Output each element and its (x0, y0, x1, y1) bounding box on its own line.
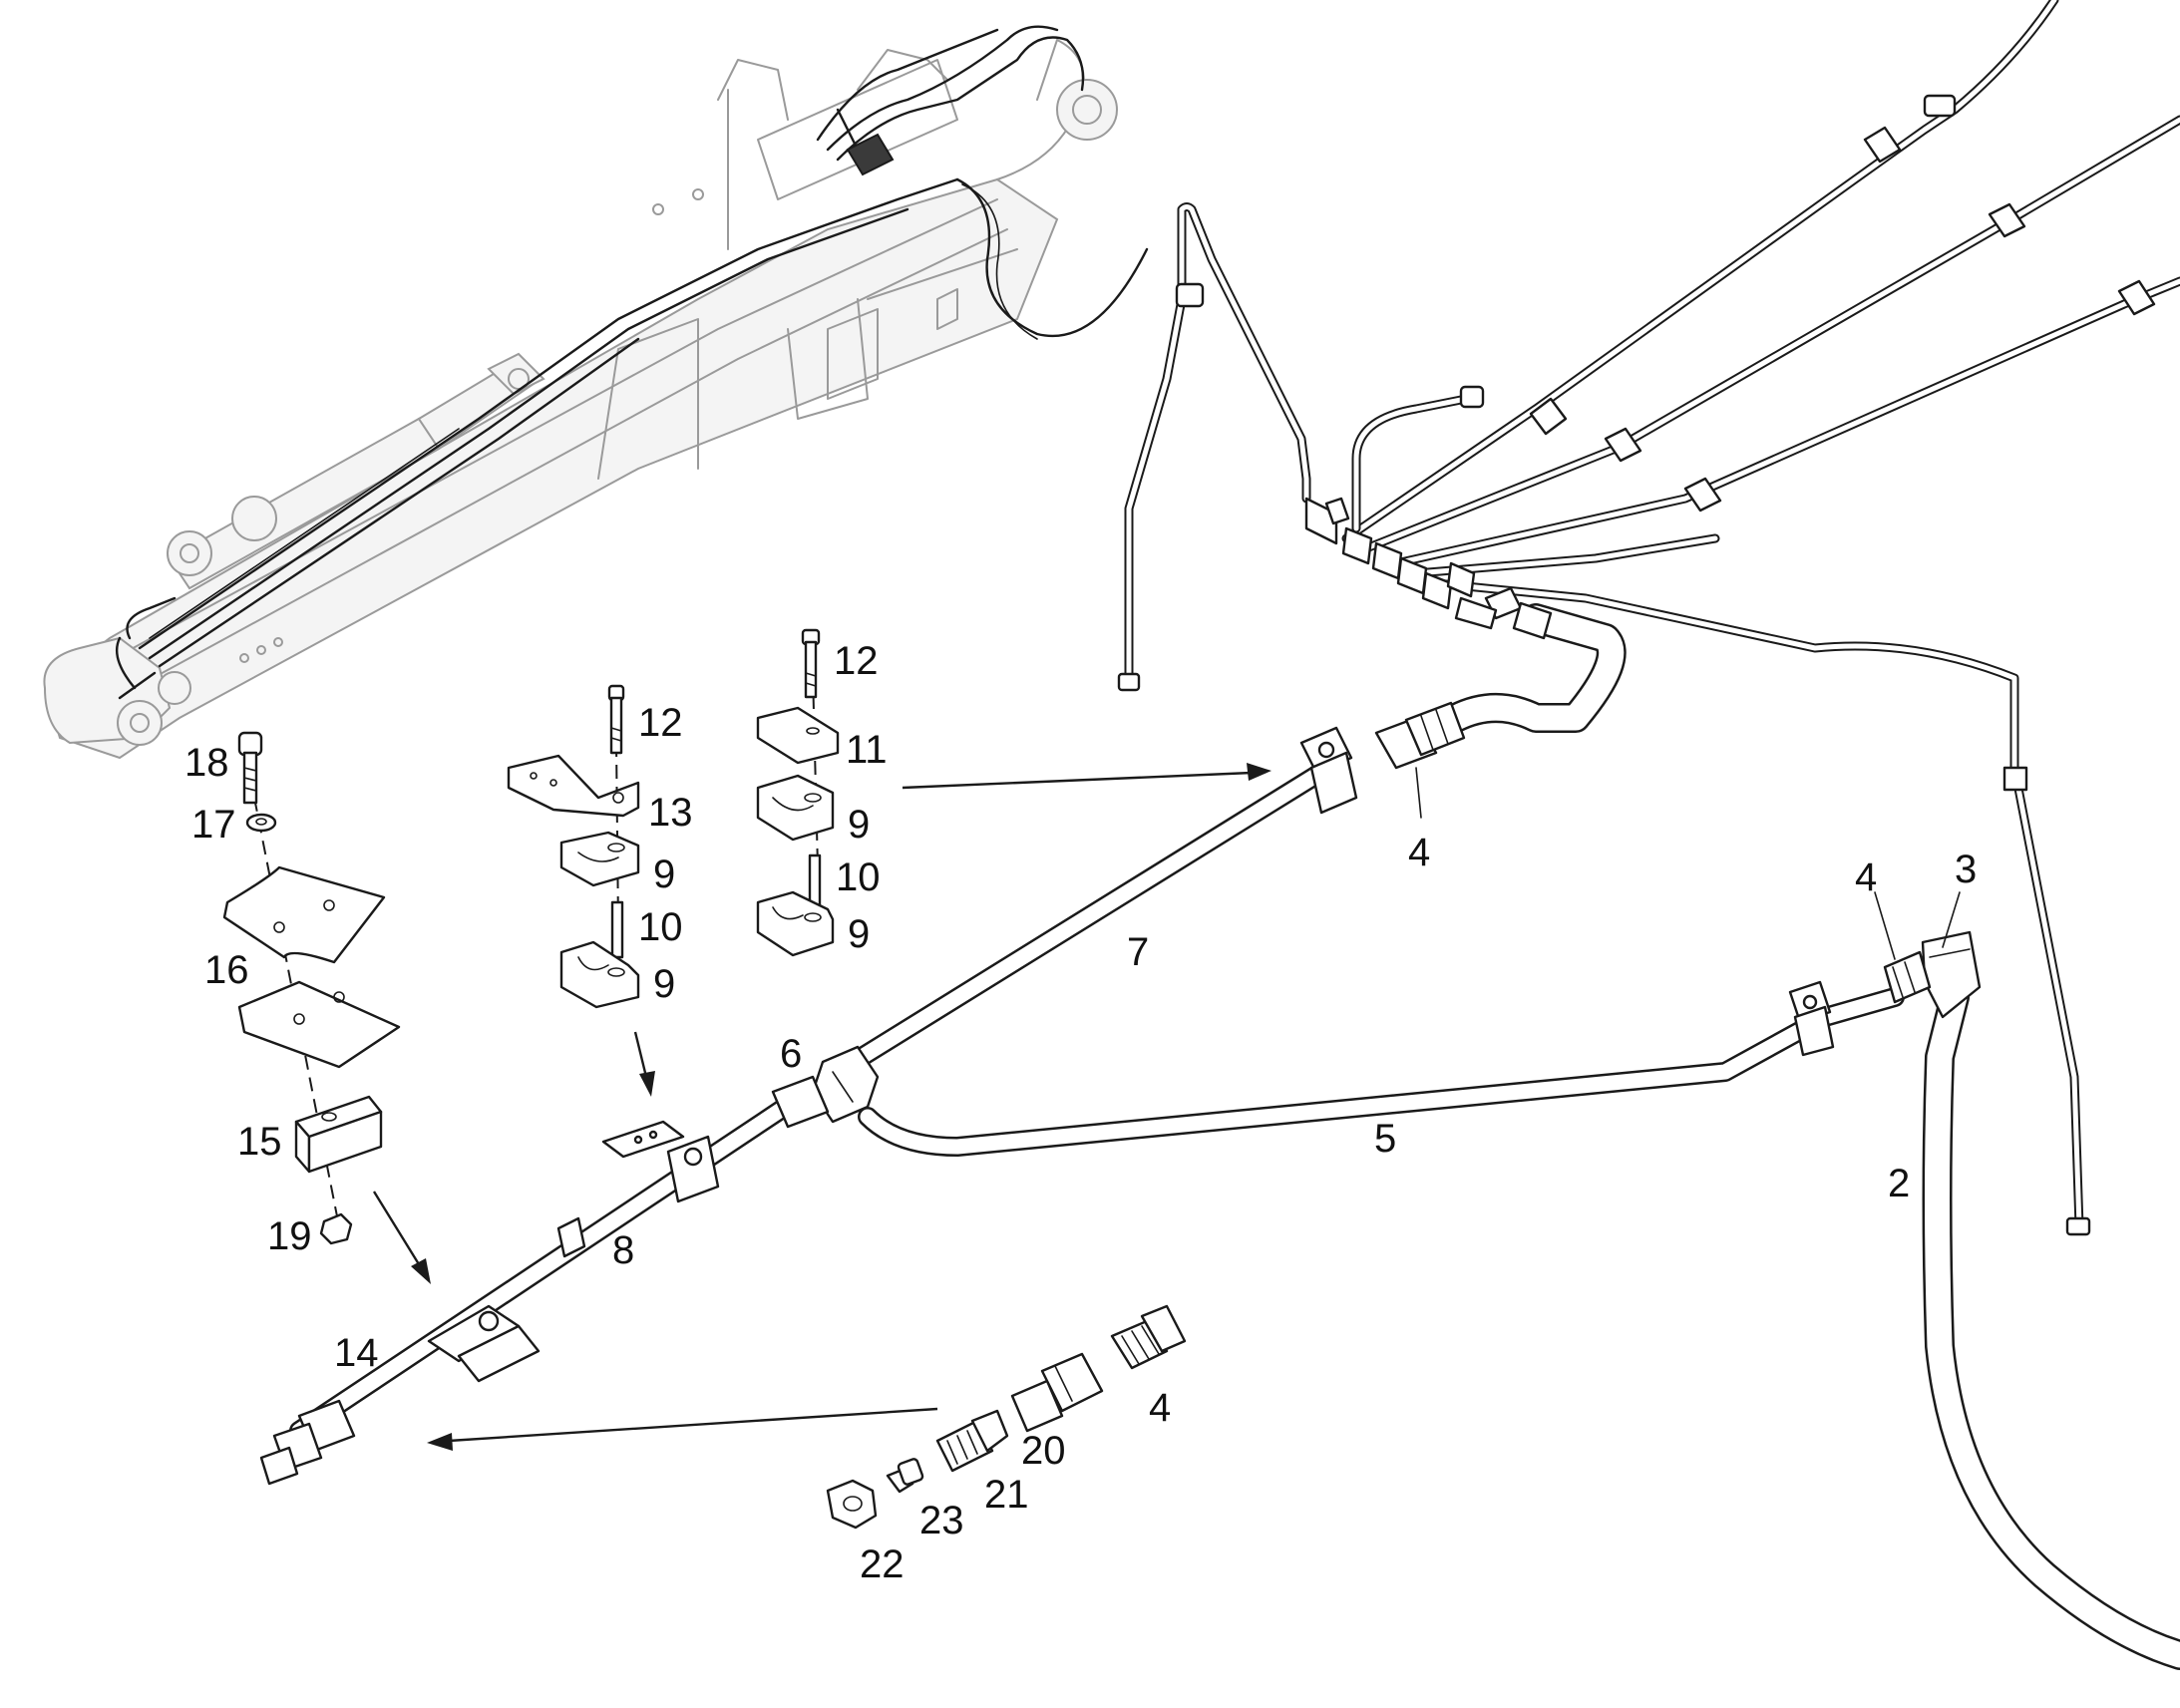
pipe-8-end-fittings (259, 1399, 356, 1486)
callout-4-exploded: 4 (1149, 1386, 1171, 1430)
plate-11 (756, 706, 840, 765)
adapter-4-exploded (1110, 1304, 1187, 1370)
block-15 (294, 1095, 383, 1174)
half-clamp-9a (559, 831, 640, 887)
callout-21: 21 (984, 1473, 1029, 1517)
adapter-4-lower (1883, 950, 1932, 1004)
callout-5: 5 (1374, 1117, 1396, 1161)
callout-4-lower: 4 (1855, 855, 1877, 899)
arrow-kit-16-to-clamp-14 (372, 1191, 431, 1284)
callout-10a: 10 (638, 905, 683, 949)
bolt-18 (237, 731, 263, 805)
stud-10a (610, 900, 624, 959)
callout-9d: 9 (848, 912, 870, 956)
leader-lines (1415, 767, 1961, 960)
pipe-5 (858, 987, 1905, 1157)
callout-19: 19 (267, 1214, 312, 1258)
callout-23: 23 (919, 1499, 964, 1542)
callout-9b: 9 (653, 962, 675, 1006)
boom-arm-assembly (43, 39, 1118, 760)
upper-right-tube-bundle (1304, 0, 2180, 1236)
callout-9c: 9 (848, 803, 870, 847)
clamp-half-16-upper (222, 865, 386, 964)
callout-20: 20 (1021, 1429, 1066, 1473)
upper-hose (1441, 596, 1627, 733)
pipe-8-clamp (601, 1120, 720, 1203)
clamp-kit-13-exploded (507, 684, 640, 1009)
elbow-fitting-3 (1921, 930, 1982, 1019)
callout-6: 6 (780, 1032, 802, 1076)
callout-10b: 10 (836, 855, 881, 899)
callout-14: 14 (334, 1331, 379, 1375)
clamp-kit-11-exploded (756, 628, 840, 957)
callout-11: 11 (846, 728, 888, 772)
nut-20 (1010, 1352, 1104, 1433)
callout-2: 2 (1888, 1162, 1910, 1205)
fitting-kit-exploded (826, 1304, 1187, 1530)
arrow-fittings-to-pipe-end (427, 1407, 938, 1451)
adapter-4-upper (1374, 701, 1466, 770)
stud-10b (808, 854, 822, 907)
callout-13: 13 (648, 791, 693, 835)
pipe-8 (289, 1092, 803, 1441)
callout-17: 17 (191, 803, 236, 847)
callout-12a: 12 (638, 701, 683, 745)
sleeve-23 (886, 1458, 924, 1494)
callout-numbers: 2 3 4 4 4 5 6 7 8 9 9 9 9 10 10 11 12 12… (184, 639, 1977, 1586)
arrow-kit-13-to-pipe-8 (633, 1031, 655, 1097)
callout-3: 3 (1955, 848, 1977, 891)
pipe-7 (828, 753, 1346, 1082)
callout-15: 15 (237, 1120, 282, 1164)
clamp-14-installed (427, 1304, 541, 1383)
arrows (372, 763, 1272, 1451)
hose-2 (1922, 982, 2180, 1670)
callout-12b: 12 (834, 639, 879, 683)
callout-16: 16 (204, 948, 249, 992)
half-clamp-9b (559, 940, 640, 1009)
clamp-half-16-lower (237, 980, 401, 1069)
bolt-12a (607, 684, 625, 755)
tee-fitting-6 (771, 1045, 880, 1129)
arrow-kit-11-to-pipe-7 (902, 763, 1272, 790)
callout-7: 7 (1127, 930, 1149, 974)
callout-4-upper: 4 (1408, 831, 1430, 874)
nipple-21 (935, 1409, 1009, 1473)
nut-19 (319, 1212, 353, 1245)
clamp-kit-16-exploded (222, 731, 401, 1245)
callout-22: 22 (860, 1542, 905, 1586)
arm-hose-routing (115, 25, 1149, 700)
callout-8: 8 (612, 1228, 634, 1272)
callout-9a: 9 (653, 853, 675, 896)
washer-17 (245, 813, 277, 833)
nut-22 (826, 1479, 878, 1530)
bolt-12b (801, 628, 821, 699)
pipe-7-clamp (1299, 726, 1358, 815)
left-vertical-tube (1117, 202, 1311, 692)
half-clamp-9c (756, 774, 835, 842)
pipe-5-clamp (1788, 980, 1835, 1057)
plate-13 (507, 754, 640, 818)
callout-18: 18 (184, 741, 229, 785)
half-clamp-9d (756, 890, 835, 957)
